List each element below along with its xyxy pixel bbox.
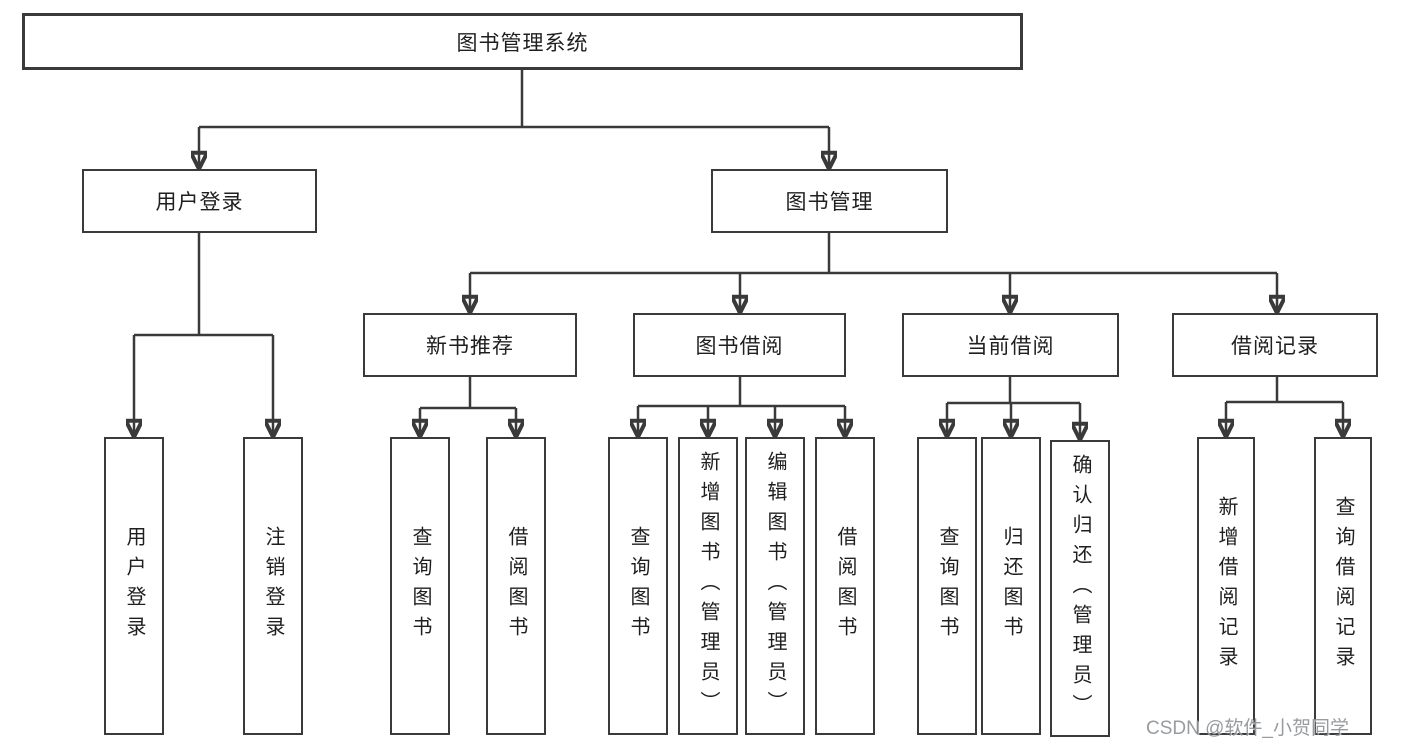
node-leaf-borrow-book-1-label: 借阅图书: [505, 526, 527, 646]
connector-current-borrow-to-leaves: [947, 377, 1080, 440]
node-book-management-label: 图书管理: [785, 191, 874, 214]
node-leaf-add-book-admin-label: 新增图书（管理员）: [697, 451, 719, 721]
node-new-book-recommend: 新书推荐: [363, 313, 577, 377]
node-leaf-query-book-1-label: 查询图书: [409, 526, 431, 646]
node-user-login-label: 用户登录: [155, 191, 244, 214]
node-book-management: 图书管理: [711, 169, 948, 233]
node-leaf-borrow-book-2-label: 借阅图书: [834, 526, 856, 646]
node-leaf-query-book-3-label: 查询图书: [936, 526, 958, 646]
node-leaf-logout-label: 注销登录: [262, 526, 284, 646]
node-leaf-query-book-1: 查询图书: [390, 437, 450, 735]
node-leaf-edit-book-admin-label: 编辑图书（管理员）: [764, 451, 786, 721]
node-leaf-edit-book-admin: 编辑图书（管理员）: [745, 437, 805, 735]
node-leaf-logout: 注销登录: [243, 437, 303, 735]
node-leaf-borrow-book-2: 借阅图书: [815, 437, 875, 735]
node-leaf-user-login-label: 用户登录: [123, 526, 145, 646]
node-leaf-confirm-return-admin-label: 确认归还（管理员）: [1069, 453, 1091, 724]
node-leaf-add-borrow-record-label: 新增借阅记录: [1215, 496, 1237, 676]
node-leaf-add-book-admin: 新增图书（管理员）: [678, 437, 738, 735]
node-leaf-return-book: 归还图书: [981, 437, 1041, 735]
node-leaf-confirm-return-admin: 确认归还（管理员）: [1050, 440, 1110, 737]
connector-user-login-to-leaves: [134, 233, 273, 437]
node-current-borrow: 当前借阅: [902, 313, 1119, 377]
node-leaf-query-book-2-label: 查询图书: [627, 526, 649, 646]
node-root-label: 图书管理系统: [456, 31, 589, 55]
csdn-watermark: CSDN @软件_小贺同学: [1146, 718, 1349, 739]
node-root-library-system: 图书管理系统: [22, 13, 1023, 70]
node-borrow-record: 借阅记录: [1172, 313, 1378, 377]
node-leaf-user-login: 用户登录: [104, 437, 164, 735]
connector-new-book-to-leaves: [420, 377, 516, 437]
node-current-borrow-label: 当前借阅: [966, 335, 1055, 358]
connector-book-mgmt-to-level3: [470, 233, 1277, 313]
node-leaf-query-borrow-record-label: 查询借阅记录: [1332, 496, 1354, 676]
node-book-borrow: 图书借阅: [633, 313, 846, 377]
node-leaf-query-book-3: 查询图书: [917, 437, 977, 735]
node-user-login: 用户登录: [82, 169, 317, 233]
connector-borrow-record-to-leaves: [1226, 377, 1343, 437]
connector-book-borrow-to-leaves: [638, 377, 845, 437]
node-leaf-query-book-2: 查询图书: [608, 437, 668, 735]
node-leaf-return-book-label: 归还图书: [1000, 526, 1022, 646]
node-book-borrow-label: 图书借阅: [695, 335, 784, 358]
node-leaf-add-borrow-record: 新增借阅记录: [1197, 437, 1255, 735]
node-borrow-record-label: 借阅记录: [1231, 335, 1319, 358]
node-new-book-recommend-label: 新书推荐: [426, 335, 514, 358]
node-leaf-query-borrow-record: 查询借阅记录: [1314, 437, 1372, 735]
node-leaf-borrow-book-1: 借阅图书: [486, 437, 546, 735]
connector-root-to-level2: [199, 70, 829, 169]
